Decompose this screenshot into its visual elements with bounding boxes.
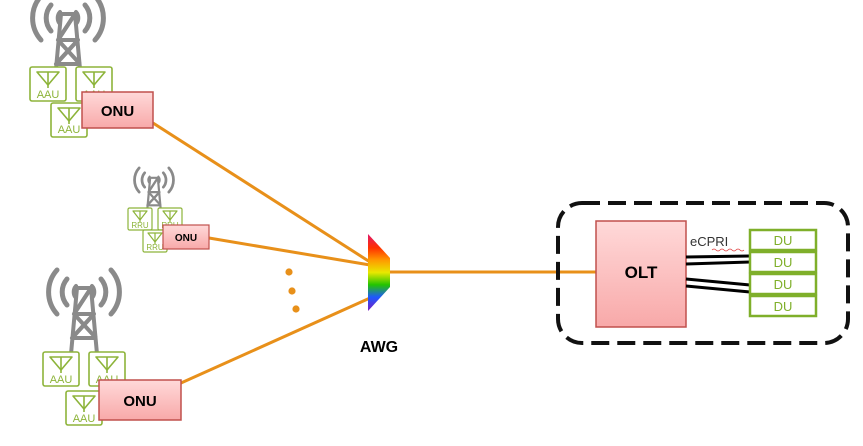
ecpri-underline (711, 248, 745, 252)
svg-text:DU: DU (774, 255, 793, 270)
svg-text:OLT: OLT (625, 263, 658, 282)
rru-antenna-icon: RRU (127, 207, 153, 231)
du-box: DU (748, 272, 818, 296)
svg-text:AAU: AAU (37, 89, 60, 101)
aau-antenna-icon: AAU (50, 102, 88, 138)
site-top: AAU AAU AAU ONU (29, 0, 154, 138)
onu-box: ONU (98, 379, 182, 421)
du-box: DU (748, 294, 818, 318)
ecpri-links (685, 254, 751, 294)
du-box: DU (748, 228, 818, 252)
svg-text:DU: DU (774, 299, 793, 314)
fiber-link-middle (208, 236, 371, 267)
du-box: DU (748, 250, 818, 274)
svg-text:ONU: ONU (101, 103, 134, 120)
svg-text:DU: DU (774, 277, 793, 292)
aau-antenna-icon: AAU (29, 66, 67, 102)
site-bottom: AAU AAU AAU ONU (42, 270, 182, 426)
cell-tower-icon (49, 270, 120, 354)
ecpri-label: eCPRI (690, 234, 728, 249)
aau-antenna-icon: AAU (42, 351, 80, 387)
du-stack: DU DU DU DU (748, 228, 818, 318)
onu-box: ONU (162, 224, 210, 250)
svg-text:AAU: AAU (50, 374, 73, 386)
svg-text:ONU: ONU (175, 233, 197, 244)
svg-text:RRU: RRU (131, 221, 149, 230)
fiber-links (152, 121, 596, 385)
onu-box: ONU (81, 91, 154, 129)
svg-text:DU: DU (774, 233, 793, 248)
svg-text:RRU: RRU (146, 243, 164, 252)
site-middle: RRU RRU RRU ONU (127, 166, 210, 253)
awg-rainbow-prism-icon (368, 234, 390, 311)
svg-text:ONU: ONU (123, 393, 156, 410)
fiber-link-bottom (180, 296, 371, 385)
aau-antenna-icon: AAU (65, 390, 103, 426)
svg-text:AAU: AAU (73, 413, 96, 425)
cell-tower-icon (133, 166, 175, 216)
more-sites-ellipsis (285, 268, 300, 313)
central-office-boundary (556, 201, 850, 345)
awg-node: AWG (360, 234, 398, 356)
fiber-link-top (152, 121, 371, 264)
rru-antenna-icon: RRU (142, 229, 168, 253)
olt-box: OLT (595, 220, 687, 328)
svg-text:AWG: AWG (360, 339, 398, 356)
svg-text:AAU: AAU (58, 124, 81, 136)
